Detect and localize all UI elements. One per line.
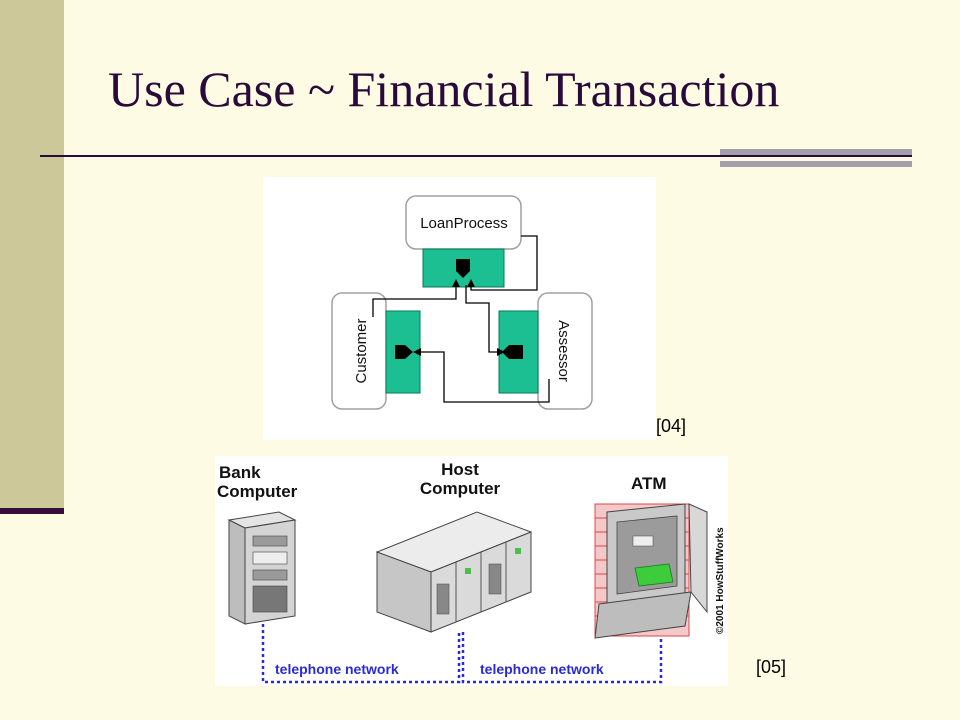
- loan-to-assessor-arrow: [465, 285, 505, 356]
- atm-network-diagram: Bank Computer Host Computer ATM: [215, 456, 728, 686]
- reference-05: [05]: [756, 657, 787, 677]
- side-accent-rule: [0, 508, 64, 514]
- assessor-to-customer-arrow: [413, 348, 550, 403]
- reference-04: [04]: [656, 416, 687, 436]
- copyright-text: ©2001 HowStuffWorks: [715, 527, 726, 634]
- loan-process-label: LoanProcess: [420, 215, 508, 232]
- loan-port-icon: [456, 259, 470, 278]
- atm-label: ATM: [631, 474, 667, 493]
- network-label-left: telephone network: [275, 661, 399, 677]
- bank-label-line1: Bank: [219, 463, 261, 482]
- network-label-right: telephone network: [480, 661, 604, 677]
- customer-label: Customer: [353, 318, 370, 383]
- host-label-line1: Host: [441, 460, 479, 479]
- host-computer-icon: [375, 511, 533, 633]
- bpel-diagram: LoanProcess Customer Assessor: [263, 177, 656, 440]
- assessor-port-icon: [502, 345, 523, 359]
- title-accent-rule: [720, 149, 912, 167]
- title-underline: [40, 155, 912, 157]
- assessor-label: Assessor: [555, 320, 572, 382]
- host-label-line2: Computer: [420, 479, 501, 498]
- network-link-left: [261, 624, 461, 684]
- slide-title: Use Case ~ Financial Transaction: [108, 61, 780, 117]
- loan-to-loan-return-arrow: [467, 235, 538, 291]
- bank-computer-icon: [227, 511, 297, 625]
- customer-to-loan-arrow: [372, 279, 460, 317]
- bank-label-line2: Computer: [217, 482, 298, 501]
- side-bar: [0, 0, 64, 510]
- customer-port-icon: [395, 345, 413, 359]
- network-link-right: [461, 632, 663, 684]
- atm-icon: [594, 503, 708, 639]
